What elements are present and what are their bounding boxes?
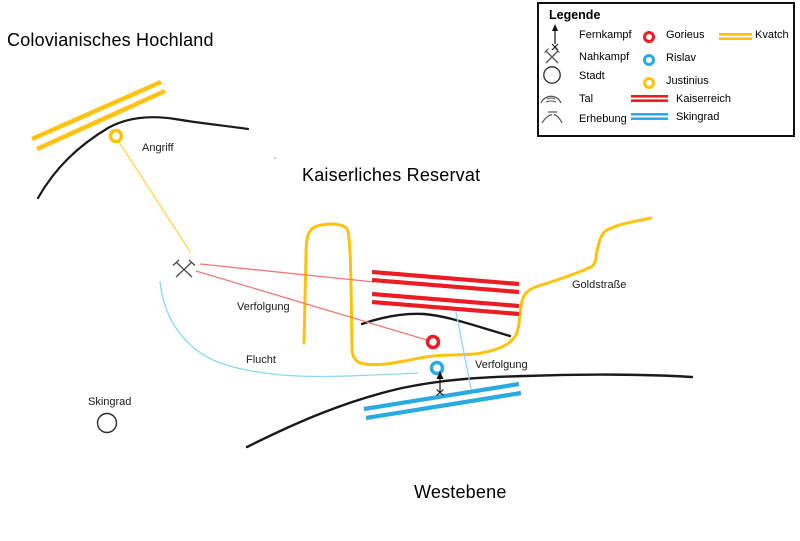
justinius-marker [108,128,124,144]
label-verfolgung-1: Verfolgung [237,301,290,313]
ranged-attack-icon [551,24,559,51]
legend-item-gorieus: Gorieus [666,29,705,41]
legend-item-nahkampf: Nahkampf [579,51,630,63]
stray-mark [274,157,276,159]
gorieus-ring-icon [643,31,655,43]
terrain-line-center [360,312,512,338]
imperial-army-line-4 [371,299,520,317]
label-skingrad-city: Skingrad [88,396,132,408]
gold-road-path [302,216,653,367]
skingrad-army-line-1 [363,381,520,412]
legend-item-rislav: Rislav [666,52,696,64]
region-label-colovian-highlands: Colovianisches Hochland [7,30,214,50]
kaiserreich-lines-icon [631,95,668,102]
legend-item-kvatch: Kvatch [755,29,789,41]
city-icon [543,66,561,84]
terrain-line-northwest [36,116,250,200]
imperial-army-line-2 [371,277,520,295]
pursuit-line-red-1 [199,263,375,283]
legend-item-justinius: Justinius [666,75,709,87]
hill-icon [541,111,563,124]
city-circle-skingrad [96,412,118,434]
rislav-marker [429,360,445,376]
melee-battle-icon [172,259,196,278]
kvatch-army-line-2 [36,88,166,152]
legend-item-skingrad: Skingrad [676,111,720,123]
label-verfolgung-2: Verfolgung [475,359,528,371]
label-angriff: Angriff [142,142,174,154]
region-label-imperial-reserve: Kaiserliches Reservat [302,165,481,185]
label-goldstrasse: Goldstraße [572,279,627,291]
legend-item-erhebung: Erhebung [579,113,627,125]
kvatch-army-line-1 [31,79,162,142]
imperial-army-line-3 [371,291,520,309]
label-flucht: Flucht [246,354,276,366]
legend-panel: Legende Fernkampf Nahkampf Stadt Tal Erh… [537,2,795,137]
imperial-army-line-1 [371,269,520,287]
legend-item-kaiserreich: Kaiserreich [676,93,732,105]
flight-line-blue [159,280,419,378]
justinius-ring-icon [643,77,655,89]
legend-item-tal: Tal [579,93,594,105]
kvatch-lines-icon [719,33,752,40]
pursuit-line-red-2 [195,270,428,341]
rislav-ring-icon [643,54,655,66]
attack-line-justinius [118,141,192,254]
legend-title: Legende [549,8,601,22]
legend-item-fernkampf: Fernkampf [579,29,632,41]
pursuit-line-blue [455,311,472,390]
skingrad-army-line-2 [365,390,522,421]
ranged-attack-arrow [436,371,444,396]
skingrad-lines-icon [631,113,668,120]
legend-item-stadt: Stadt [579,70,605,82]
terrain-line-south [245,373,694,449]
gorieus-marker [425,334,441,350]
region-label-west-weald: Westebene [414,482,507,502]
valley-icon [540,95,562,104]
melee-icon [544,48,560,64]
